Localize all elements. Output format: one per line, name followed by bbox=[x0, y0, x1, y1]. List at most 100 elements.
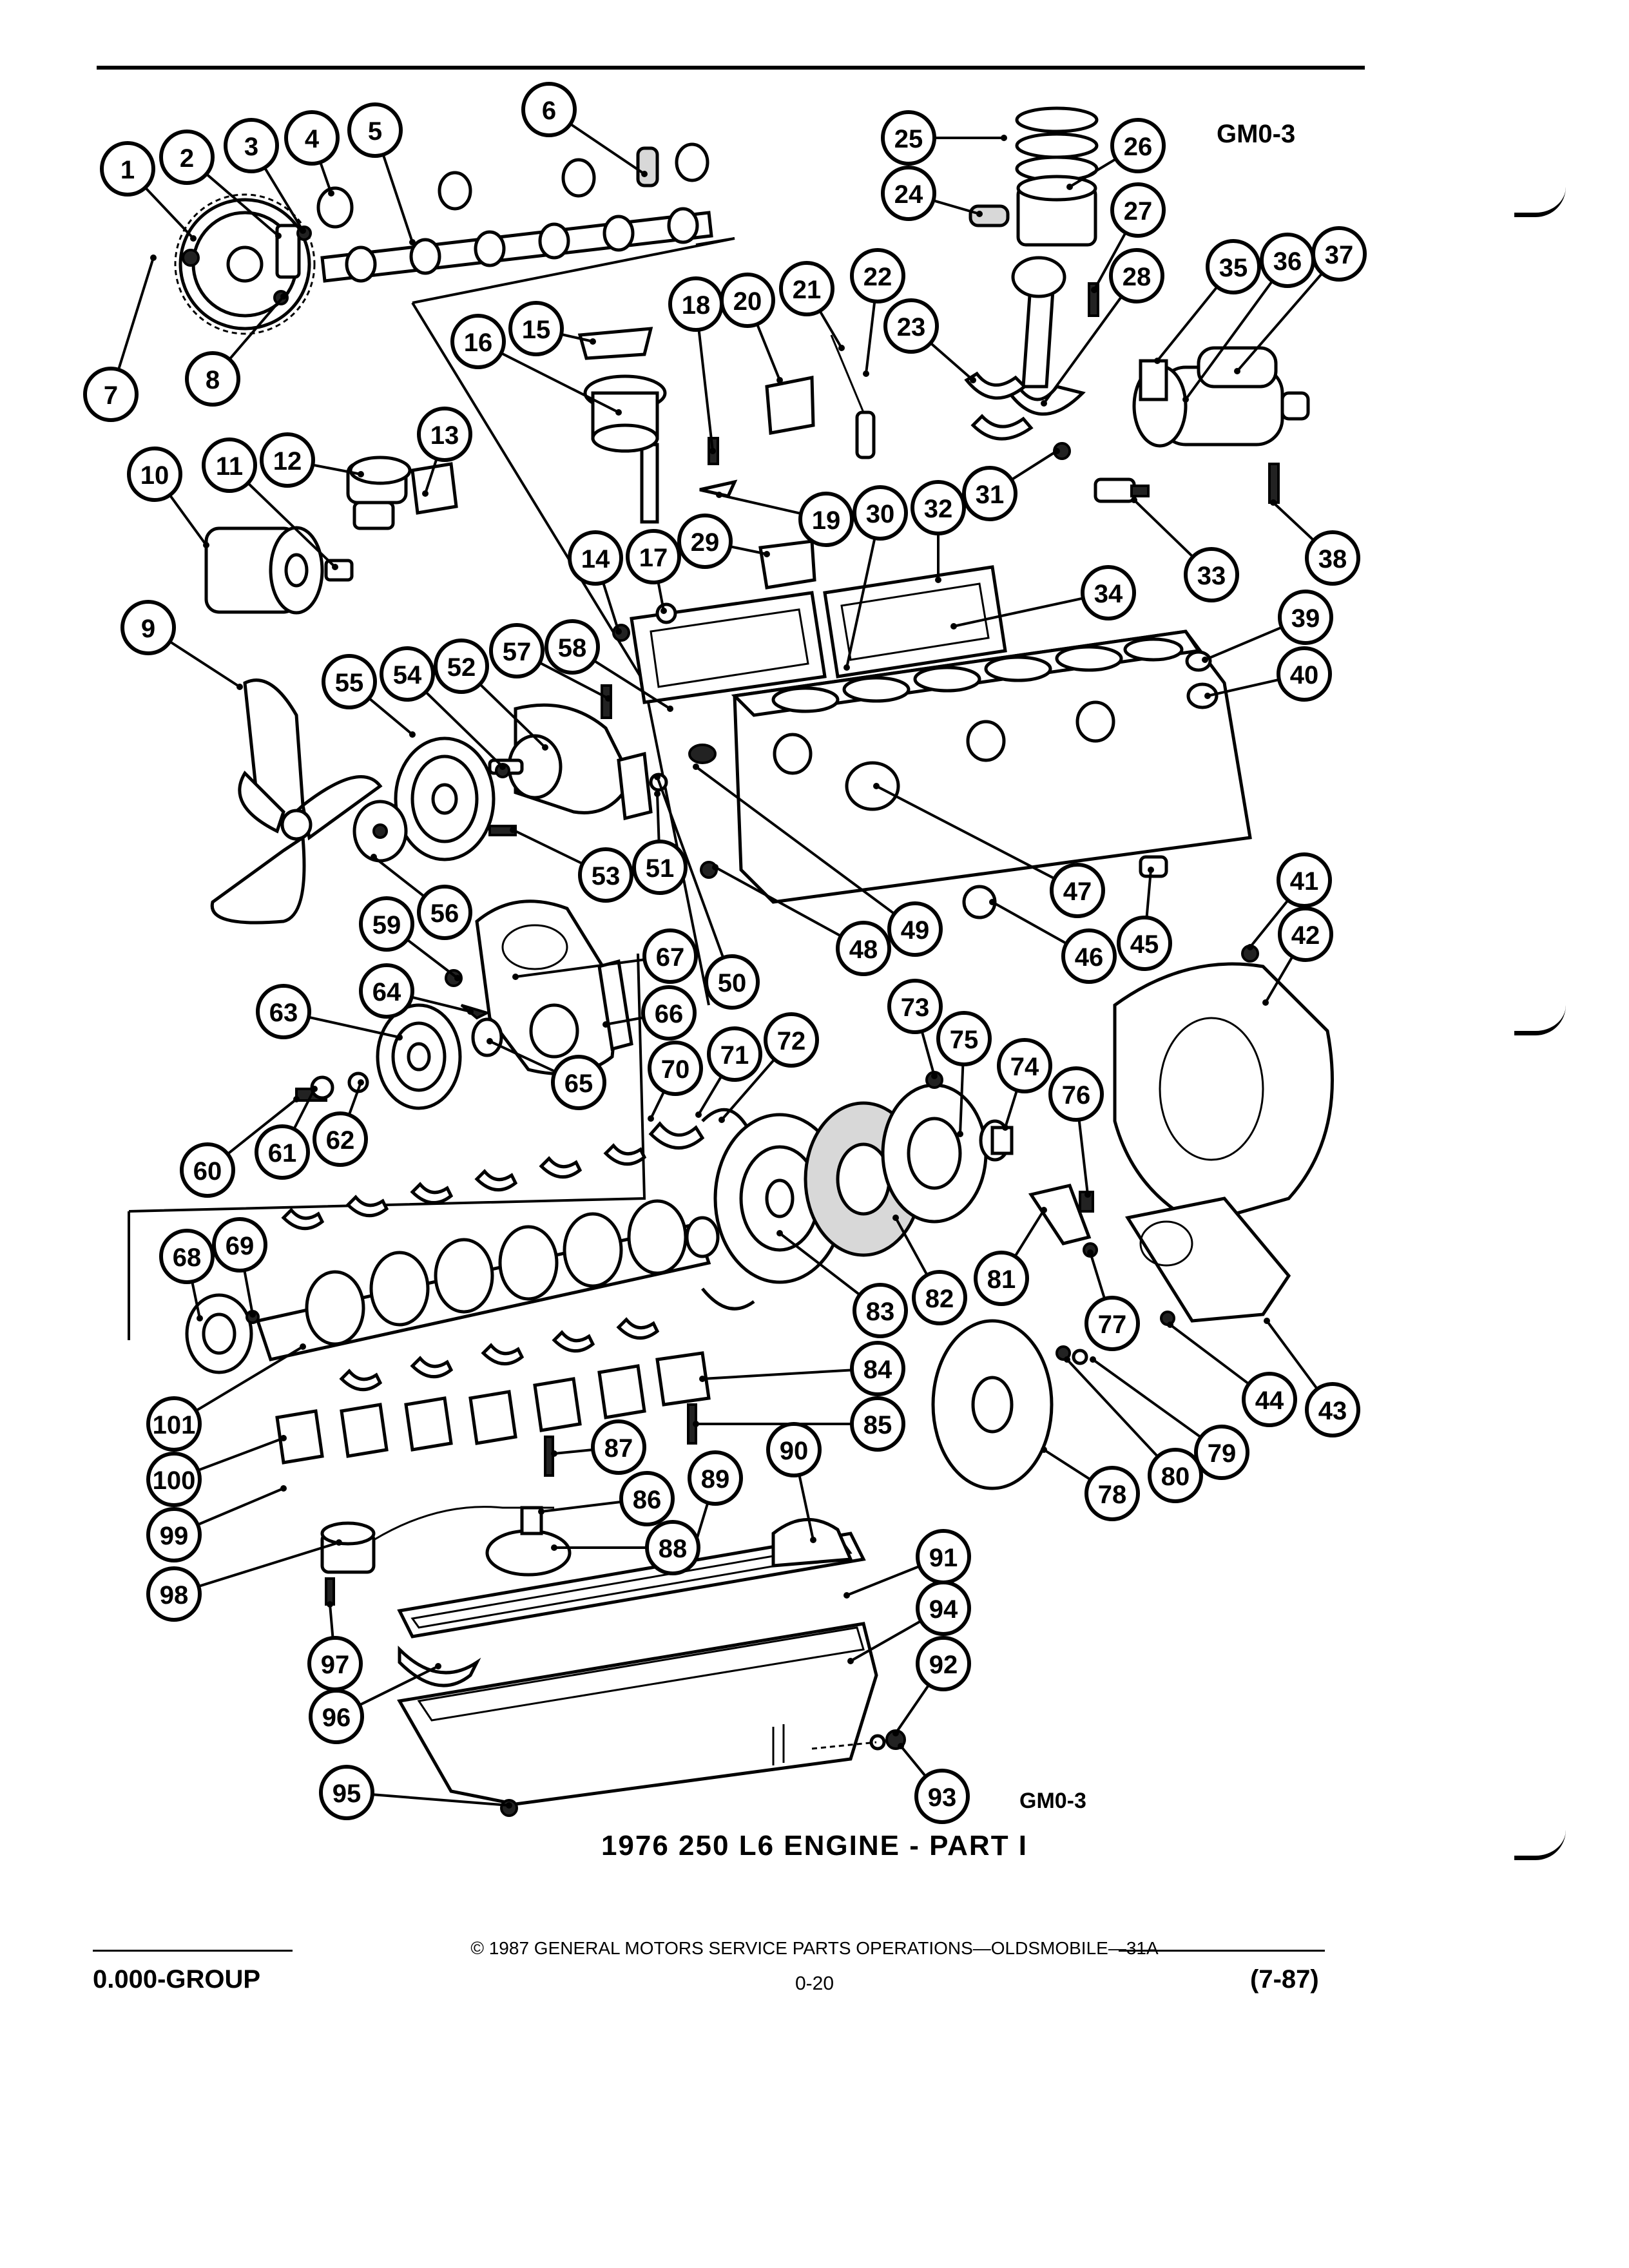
leader-line-62 bbox=[347, 1082, 362, 1116]
callout-circle-49 bbox=[887, 901, 943, 957]
callout-17: 17 bbox=[626, 529, 681, 584]
leader-end-57 bbox=[605, 695, 612, 702]
callout-number-78: 78 bbox=[1098, 1481, 1127, 1509]
leader-line-99 bbox=[197, 1487, 284, 1526]
leader-line-98 bbox=[198, 1541, 340, 1588]
callout-14: 14 bbox=[568, 530, 623, 586]
leader-line-43 bbox=[1266, 1320, 1318, 1390]
leader-end-13 bbox=[422, 490, 429, 497]
leader-end-91 bbox=[843, 1592, 850, 1599]
callout-circle-66 bbox=[641, 985, 697, 1041]
leader-end-42 bbox=[1262, 999, 1269, 1006]
leader-end-86 bbox=[538, 1508, 545, 1515]
callout-80: 80 bbox=[1148, 1448, 1203, 1503]
callout-number-33: 33 bbox=[1197, 562, 1226, 590]
callout-number-17: 17 bbox=[639, 544, 668, 572]
leader-end-80 bbox=[1064, 1356, 1070, 1363]
callout-number-84: 84 bbox=[863, 1356, 892, 1384]
hold-down-clamp bbox=[699, 479, 738, 498]
callout-36: 36 bbox=[1260, 233, 1315, 288]
callout-number-19: 19 bbox=[812, 506, 841, 535]
callout-79: 79 bbox=[1194, 1425, 1249, 1480]
leader-line-82 bbox=[894, 1217, 929, 1276]
fuel-pump bbox=[346, 456, 412, 530]
oil-pan bbox=[397, 1622, 878, 1806]
block-group-frame bbox=[412, 237, 735, 304]
callout-5: 5 bbox=[347, 102, 403, 158]
callout-number-61: 61 bbox=[268, 1139, 297, 1168]
leader-line-57 bbox=[539, 661, 609, 700]
callout-85: 85 bbox=[850, 1396, 905, 1452]
callout-number-100: 100 bbox=[153, 1466, 196, 1495]
callout-circle-41 bbox=[1277, 852, 1332, 908]
leader-end-97 bbox=[327, 1601, 333, 1608]
rear-seal-lower bbox=[701, 1287, 755, 1311]
leader-line-7 bbox=[117, 257, 155, 370]
callout-number-49: 49 bbox=[901, 916, 930, 945]
leader-end-30 bbox=[843, 664, 850, 671]
callout-circle-2 bbox=[159, 130, 215, 185]
leader-end-69 bbox=[249, 1311, 256, 1318]
leader-line-52 bbox=[479, 683, 546, 749]
callout-8: 8 bbox=[185, 351, 240, 407]
callout-2: 2 bbox=[159, 130, 215, 185]
callout-94: 94 bbox=[916, 1581, 971, 1636]
callout-circle-22 bbox=[850, 248, 905, 303]
leader-end-22 bbox=[863, 370, 869, 377]
leader-end-81 bbox=[1041, 1207, 1047, 1213]
callout-circle-16 bbox=[450, 314, 506, 369]
callout-number-4: 4 bbox=[305, 125, 320, 153]
callout-circle-14 bbox=[568, 530, 623, 586]
callout-6: 6 bbox=[521, 82, 577, 137]
callout-38: 38 bbox=[1305, 530, 1360, 586]
leader-line-4 bbox=[319, 162, 333, 194]
leader-line-83 bbox=[778, 1232, 861, 1296]
callout-18: 18 bbox=[668, 276, 724, 332]
callout-circle-90 bbox=[766, 1422, 822, 1477]
leader-line-9 bbox=[169, 640, 241, 688]
callout-88: 88 bbox=[645, 1520, 700, 1575]
leader-end-6 bbox=[641, 171, 648, 177]
callout-92: 92 bbox=[916, 1636, 971, 1691]
callout-26: 26 bbox=[1110, 118, 1166, 173]
callout-59: 59 bbox=[359, 896, 414, 952]
oil-pan-gasket-left bbox=[397, 1532, 866, 1639]
callout-circle-31 bbox=[962, 466, 1017, 521]
leader-end-25 bbox=[1001, 135, 1007, 141]
rear-seal-upper bbox=[701, 1108, 749, 1129]
leader-line-48 bbox=[715, 866, 842, 937]
callout-number-52: 52 bbox=[447, 653, 476, 682]
callout-10: 10 bbox=[127, 447, 182, 502]
callout-number-91: 91 bbox=[929, 1544, 958, 1572]
leader-line-13 bbox=[424, 458, 438, 494]
callout-number-62: 62 bbox=[326, 1126, 355, 1155]
leader-line-92 bbox=[894, 1684, 930, 1735]
callout-29: 29 bbox=[677, 514, 733, 569]
callout-30: 30 bbox=[853, 485, 908, 541]
leader-end-67 bbox=[512, 974, 519, 980]
callout-circle-34 bbox=[1081, 565, 1136, 620]
callout-circle-72 bbox=[764, 1012, 819, 1068]
callout-number-11: 11 bbox=[216, 452, 243, 481]
callout-84: 84 bbox=[850, 1341, 905, 1396]
callout-61: 61 bbox=[255, 1124, 310, 1180]
callout-circle-50 bbox=[704, 954, 760, 1010]
leader-end-17 bbox=[660, 608, 667, 614]
callout-circle-3 bbox=[224, 118, 279, 173]
crank-group-frame bbox=[128, 953, 646, 1213]
callout-circle-88 bbox=[645, 1520, 700, 1575]
leader-end-2 bbox=[275, 233, 282, 239]
callout-circle-9 bbox=[120, 600, 176, 655]
callout-78: 78 bbox=[1084, 1466, 1140, 1521]
timing-cover-bracket bbox=[758, 539, 816, 590]
callout-circle-71 bbox=[707, 1026, 762, 1082]
callout-number-58: 58 bbox=[558, 634, 587, 662]
callout-86: 86 bbox=[619, 1471, 675, 1526]
leader-line-15 bbox=[561, 332, 593, 343]
callout-number-42: 42 bbox=[1291, 921, 1320, 950]
callout-54: 54 bbox=[380, 646, 435, 702]
leader-line-28 bbox=[1043, 296, 1123, 405]
leader-line-75 bbox=[959, 1064, 965, 1135]
